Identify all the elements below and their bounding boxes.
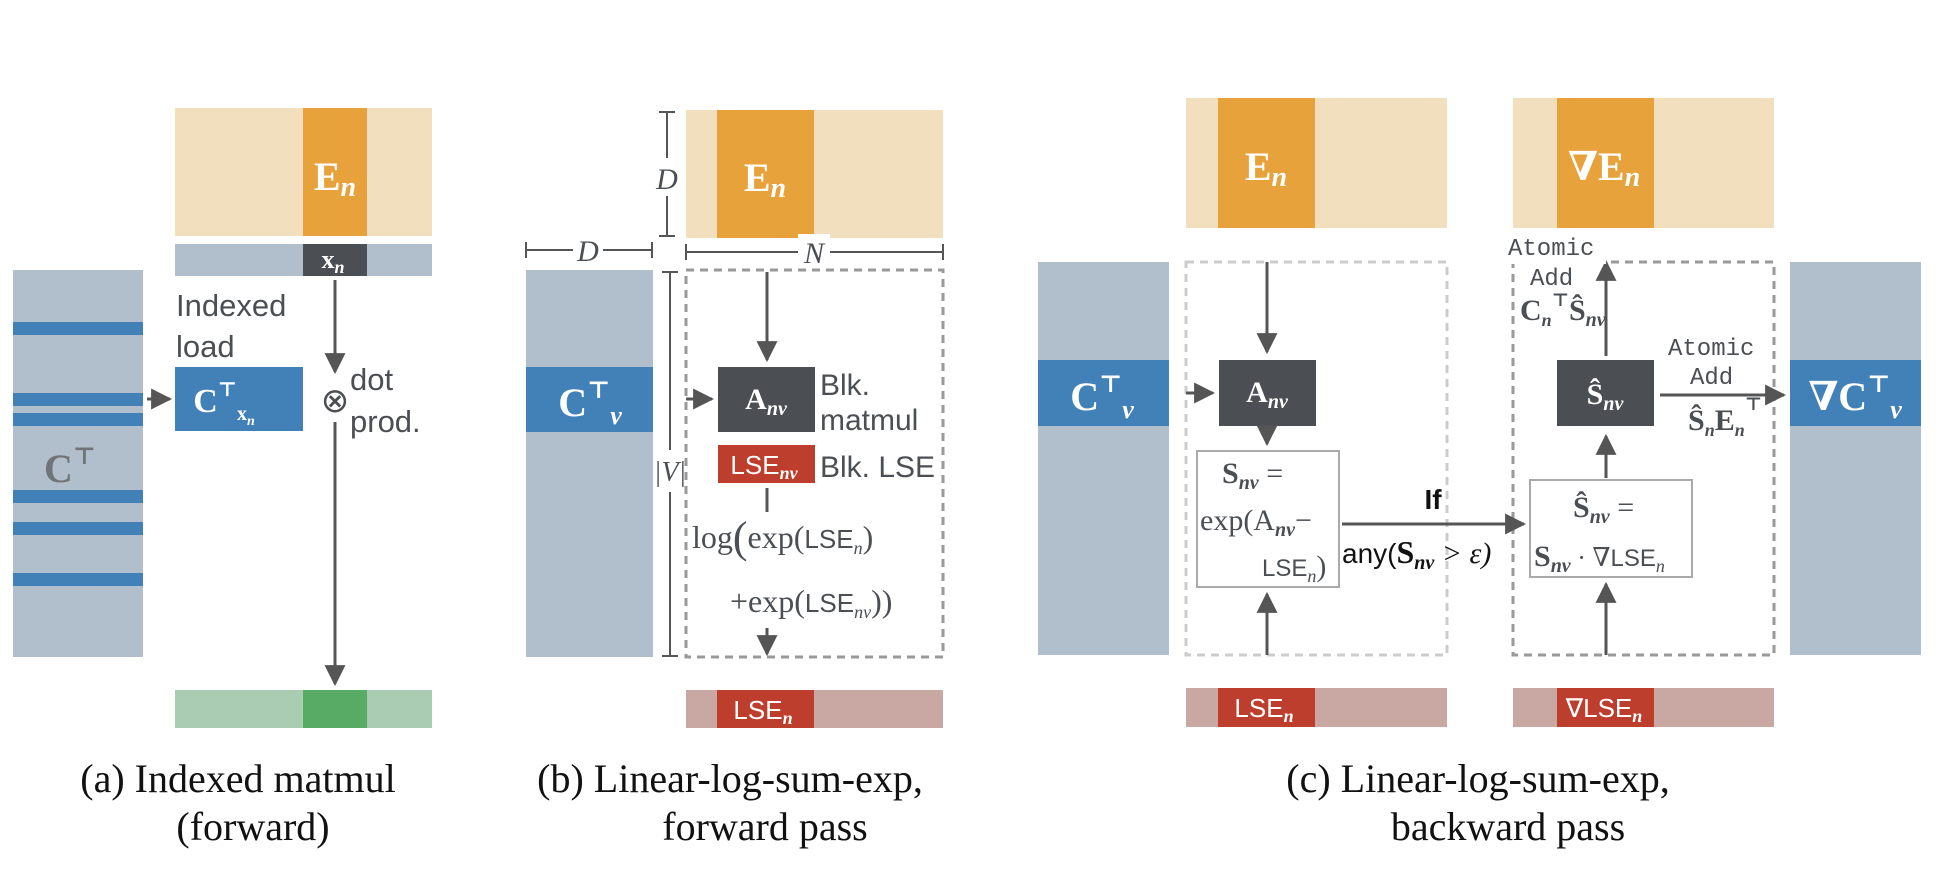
c-caption: (c) Linear-log-sum-exp, (1286, 756, 1669, 801)
c-softmax-box (1196, 450, 1340, 588)
c-grad-embedding-label: ∇En (1568, 144, 1640, 193)
c-grad-softmax-line2: Snv · ∇LSEn (1534, 540, 1665, 577)
c-lse-cell (1218, 688, 1315, 727)
panel-b: D En D N |V| C⊤v Anv Blk (525, 110, 945, 849)
b-lse-output-cell (717, 690, 814, 728)
a-indexed-row (13, 322, 143, 335)
c-grad-lse-label: ∇LSEn (1565, 693, 1643, 726)
a-indexed-row (13, 393, 143, 406)
a-output-cell (303, 690, 367, 728)
c-classifier-matrix (1038, 262, 1169, 655)
c-embedding-label: En (1245, 144, 1287, 193)
a-caption-2: (forward) (176, 804, 329, 849)
a-indexed-load-label-2: load (176, 329, 235, 364)
c-atomic-add-right: Atomic (1668, 336, 1754, 363)
a-embedding-column (303, 108, 367, 236)
b-dim-d2-label: D (576, 235, 599, 268)
a-caption: (a) Indexed matmul (80, 756, 395, 801)
c-if-label: If (1424, 484, 1442, 515)
c-grad-classifier-block (1790, 360, 1921, 426)
c-atomic-add-right-2: Add (1690, 365, 1733, 392)
c-grad-embedding-column (1557, 98, 1654, 228)
b-dim-n-label: N (803, 237, 826, 270)
a-index-cell (303, 244, 367, 276)
c-atomic-right-expr: ŜnEn⊤ (1688, 394, 1762, 440)
b-block-lse-label: LSEnv (730, 450, 798, 483)
c-logits-block (1219, 360, 1316, 426)
a-indexed-row (13, 413, 143, 426)
b-log-formula-line1: log(exp(LSEn) (692, 513, 873, 562)
c-caption-2: backward pass (1391, 804, 1625, 849)
b-logits-block (718, 367, 815, 432)
a-embedding-label: En (314, 154, 356, 203)
c-grad-softmax-line1: Ŝnv = (1573, 491, 1634, 528)
c-grad-softmax-box (1529, 479, 1693, 578)
b-tile-frame (684, 268, 945, 659)
b-embedding-column (717, 110, 814, 238)
a-indexed-row (13, 490, 143, 503)
c-grad-classifier-label: ∇C⊤v (1808, 372, 1902, 424)
a-dot-prod-label-2: prod. (350, 404, 421, 439)
b-dim-d-label: D (655, 163, 678, 196)
c-atomic-top-expr: Cn⊤Ŝnv (1520, 290, 1607, 331)
a-indexed-row (13, 573, 143, 586)
a-dot-prod-label: dot (350, 362, 393, 397)
c-shat-block (1557, 360, 1654, 426)
b-log-formula-line2: +exp(LSEnv)) (730, 583, 892, 622)
c-softmax-line1: Snv = (1222, 457, 1283, 494)
b-logits-label: Anv (745, 383, 788, 420)
a-index-label: xn (321, 245, 344, 277)
c-embedding-column (1218, 98, 1315, 228)
panel-a: En xn C⊤ Indexed load C⊤xn ⊗ dot prod. (… (13, 108, 432, 849)
b-classifier-matrix (526, 270, 653, 657)
a-classifier-label: C⊤ (44, 444, 96, 491)
c-grad-classifier-matrix (1790, 262, 1921, 655)
c-tile-frame-left (1184, 260, 1449, 657)
b-classifier-block-label: C⊤v (558, 378, 622, 430)
b-blk-matmul-label: Blk. (820, 369, 870, 402)
c-grad-lse-cell (1557, 688, 1654, 727)
b-embedding-label: En (744, 155, 786, 204)
a-gathered-rows-label: C⊤xn (193, 379, 255, 429)
b-classifier-block (526, 367, 653, 432)
c-softmax-line3: LSEn) (1262, 550, 1326, 586)
c-softmax-line2: exp(Anv− (1200, 504, 1312, 541)
a-otimes-icon: ⊗ (321, 382, 350, 420)
b-block-lse (718, 445, 815, 483)
c-shat-label: Ŝnv (1587, 378, 1625, 415)
b-caption: (b) Linear-log-sum-exp, (537, 756, 923, 801)
b-lse-output-label: LSEn (733, 695, 792, 728)
c-logits-label: Anv (1246, 376, 1289, 413)
c-atomic-add-top-2: Add (1530, 266, 1573, 293)
c-tile-frame-right (1511, 260, 1776, 657)
a-gathered-rows-block (175, 367, 303, 431)
c-classifier-block (1038, 360, 1169, 426)
b-blk-lse-label: Blk. LSE (820, 451, 935, 484)
b-blk-matmul-label-2: matmul (820, 404, 918, 437)
b-caption-2: forward pass (662, 804, 868, 849)
c-any-condition: any(Snv > ε) (1342, 534, 1491, 574)
a-indexed-load-label: Indexed (176, 288, 286, 323)
c-classifier-block-label: C⊤v (1070, 372, 1134, 424)
a-indexed-row (13, 522, 143, 535)
c-atomic-add-top: Atomic (1508, 236, 1594, 263)
b-dim-v-label: |V| (654, 457, 687, 488)
panel-c: En ∇En C⊤v ∇C⊤v Anv Snv = exp(Anv− LSEn) (1038, 98, 1921, 849)
c-lse-label: LSEn (1234, 693, 1293, 726)
